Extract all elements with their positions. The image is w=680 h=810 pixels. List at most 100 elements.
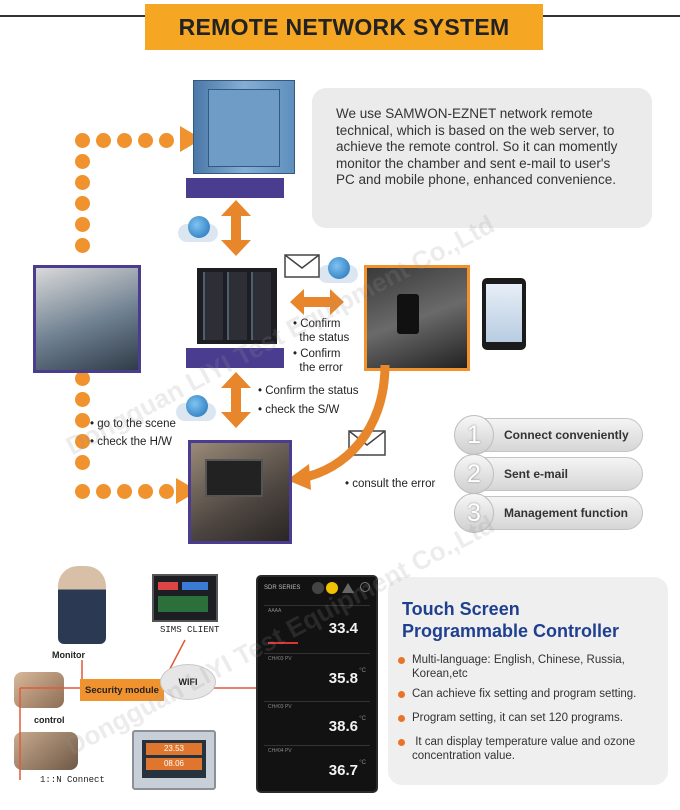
panel-hmi-image: 23.53 08.06 bbox=[132, 730, 216, 790]
panel-value: 08.06 bbox=[146, 758, 202, 770]
unit-label: °C bbox=[359, 668, 366, 674]
wifi-label: WIFI bbox=[178, 677, 198, 687]
panel-value: 23.53 bbox=[146, 743, 202, 755]
security-module-box: Security module bbox=[80, 679, 164, 701]
label-check-sw: • check the S/W bbox=[258, 404, 340, 416]
alarm-icon bbox=[326, 582, 338, 594]
device-row: CH#04 PV 36.7 °C bbox=[264, 745, 370, 786]
control-label: control bbox=[34, 715, 65, 725]
device-title: SDR SERIES bbox=[264, 585, 301, 591]
sims-client-label: SIMS CLIENT bbox=[160, 625, 220, 635]
search-icon bbox=[360, 582, 370, 592]
path-dot bbox=[117, 484, 132, 499]
feature-label: Sent e-mail bbox=[504, 467, 569, 481]
chamber-base-bar bbox=[186, 178, 284, 198]
envelope-icon bbox=[284, 254, 320, 278]
path-dot bbox=[159, 484, 174, 499]
path-dot bbox=[159, 133, 174, 148]
channel-label: AAAA bbox=[268, 608, 282, 614]
channel-label: CH#04 PV bbox=[268, 748, 292, 754]
path-dot bbox=[75, 455, 90, 470]
header-rule-left bbox=[0, 15, 145, 17]
controller-title-line1: Touch Screen bbox=[402, 599, 520, 619]
path-dot bbox=[75, 154, 90, 169]
device-row: CH#03 PV 35.8 °C bbox=[264, 653, 370, 694]
controller-feature: It can display temperature value and ozo… bbox=[412, 736, 639, 762]
device-row: AAAA 33.4 bbox=[264, 605, 370, 646]
cloud-globe-icon bbox=[318, 255, 358, 283]
unit-label: °C bbox=[359, 716, 366, 722]
mobile-user-photo bbox=[364, 265, 470, 371]
feature-pill: 2 Sent e-mail bbox=[454, 454, 643, 494]
device-row: CH#03 PV 38.6 °C bbox=[264, 701, 370, 742]
system-description: We use SAMWON-EZNET network remote techn… bbox=[312, 88, 652, 228]
level-bar bbox=[268, 642, 298, 644]
control-hand-image bbox=[14, 672, 64, 708]
feature-number: 3 bbox=[454, 493, 494, 533]
page-title: REMOTE NETWORK SYSTEM bbox=[145, 4, 543, 50]
path-dot bbox=[75, 238, 90, 253]
tablet-image bbox=[482, 278, 526, 350]
bullet-icon bbox=[398, 691, 405, 698]
controller-title: Touch Screen Programmable Controller bbox=[402, 598, 619, 642]
path-dot bbox=[75, 392, 90, 407]
channel-label: CH#03 PV bbox=[268, 656, 292, 662]
label-confirm-error: • Confirm the error bbox=[293, 348, 343, 374]
bullet-icon bbox=[398, 715, 405, 722]
feature-pill: 1 Connect conveniently bbox=[454, 415, 643, 455]
controller-feature: Can achieve fix setting and program sett… bbox=[412, 688, 637, 700]
path-arrow-head bbox=[180, 126, 202, 152]
curved-arrow bbox=[287, 364, 390, 490]
bullet-icon bbox=[398, 657, 405, 664]
double-arrow-mid bbox=[221, 372, 251, 428]
laptop-user-photo bbox=[188, 440, 292, 544]
path-dot bbox=[75, 413, 90, 428]
controller-title-line2: Programmable Controller bbox=[402, 621, 620, 641]
path-arrow-head-bottom bbox=[176, 478, 198, 504]
warning-icon bbox=[342, 583, 354, 593]
double-arrow-horizontal bbox=[290, 289, 344, 315]
path-dot bbox=[75, 371, 90, 386]
channel-value: 35.8 bbox=[328, 670, 358, 687]
monitor-label: Monitor bbox=[52, 650, 85, 660]
label-confirm-status: • Confirm the status bbox=[293, 318, 350, 344]
path-dot bbox=[75, 484, 90, 499]
sims-client-screen-image bbox=[152, 574, 218, 622]
path-dot bbox=[75, 175, 90, 190]
server-rack-image bbox=[197, 268, 277, 344]
path-dot bbox=[75, 196, 90, 211]
channel-value: 38.6 bbox=[328, 718, 358, 735]
feature-label: Connect conveniently bbox=[504, 428, 629, 442]
path-dot bbox=[96, 484, 111, 499]
path-dot bbox=[75, 434, 90, 449]
path-dot bbox=[75, 133, 90, 148]
path-dot bbox=[117, 133, 132, 148]
channel-value: 36.7 bbox=[328, 762, 358, 779]
field-engineer-photo bbox=[33, 265, 141, 373]
cloud-globe-icon bbox=[178, 214, 218, 242]
wifi-cloud: WIFI bbox=[160, 664, 216, 700]
path-dot bbox=[96, 133, 111, 148]
connect-hand-image bbox=[14, 732, 78, 770]
controller-feature: Multi-language: English, Chinese, Russia… bbox=[412, 654, 625, 680]
channel-label: CH#03 PV bbox=[268, 704, 292, 710]
monitor-person-image bbox=[58, 566, 106, 644]
feature-label: Management function bbox=[504, 506, 629, 520]
unit-label: °C bbox=[359, 760, 366, 766]
label-go-scene: • go to the scene bbox=[90, 418, 176, 430]
feature-pill: 3 Management function bbox=[454, 493, 643, 533]
touch-controller-device: SDR SERIES AAAA 33.4 CH#03 PV 35.8 °C CH… bbox=[256, 575, 378, 793]
server-base-bar bbox=[186, 348, 284, 368]
path-dot bbox=[138, 484, 153, 499]
cloud-globe-icon bbox=[176, 393, 216, 421]
controller-info-panel bbox=[388, 577, 668, 785]
status-icon bbox=[312, 582, 324, 594]
feature-number: 2 bbox=[454, 454, 494, 494]
path-dot bbox=[138, 133, 153, 148]
path-dot bbox=[75, 217, 90, 232]
controller-feature: Program setting, it can set 120 programs… bbox=[412, 712, 623, 724]
feature-number: 1 bbox=[454, 415, 494, 455]
climate-chamber-image bbox=[193, 80, 295, 174]
double-arrow-top bbox=[221, 200, 251, 256]
security-module-label: Security module bbox=[85, 684, 159, 696]
